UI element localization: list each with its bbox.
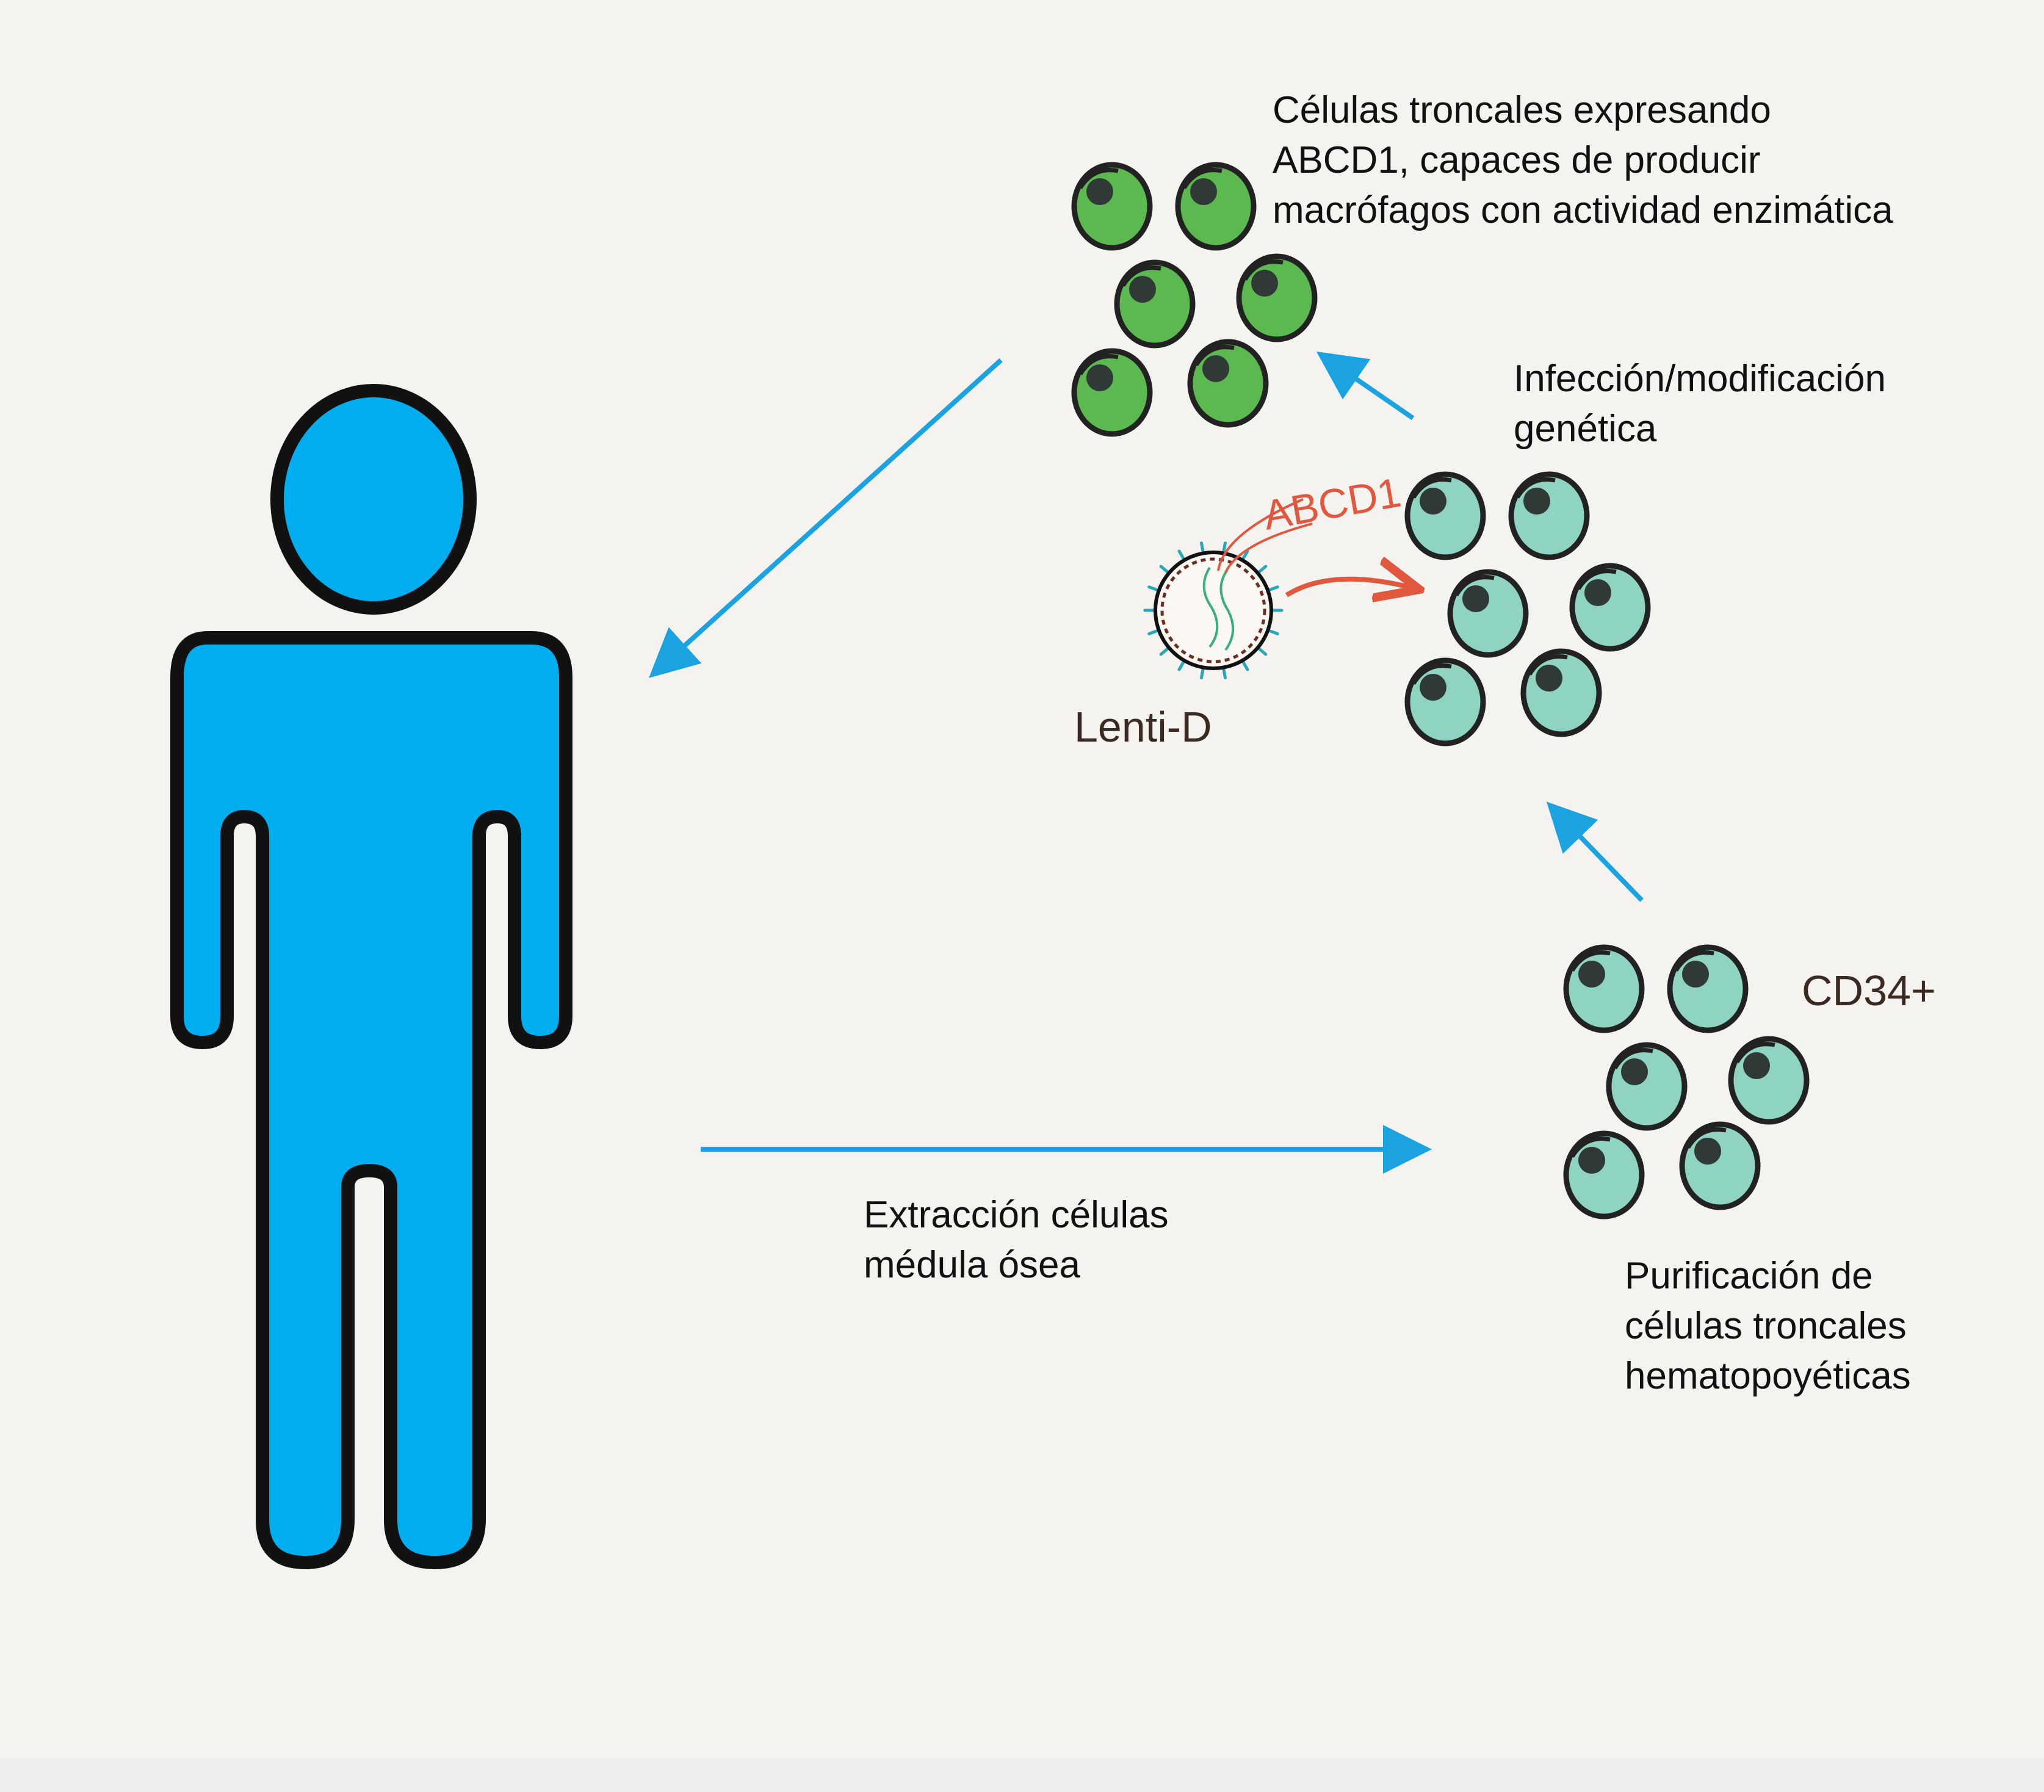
cell-icon — [1404, 471, 1486, 560]
cell-icon — [1606, 1042, 1688, 1131]
bottom-band — [0, 1758, 2044, 1792]
cell-icon — [1175, 162, 1257, 251]
cell-icon — [1563, 944, 1645, 1033]
cell-icon — [1071, 162, 1153, 251]
person-icon — [170, 384, 572, 1569]
vector-name-label: Lenti-D — [1074, 703, 1212, 751]
infection-arrow — [1285, 579, 1410, 595]
green-cells-caption: Células troncales expresando ABCD1, capa… — [1273, 89, 1893, 231]
cell-icon — [1114, 259, 1196, 349]
cell-icon — [1508, 471, 1590, 560]
cell-icon — [1563, 1130, 1645, 1219]
cell-icon — [1447, 569, 1529, 658]
arrow-to-modification — [1546, 801, 1644, 902]
infection-caption: Infección/modificación genética — [1514, 358, 1886, 450]
cell-icon — [1679, 1121, 1761, 1210]
cell-icon — [1569, 563, 1651, 652]
arrow-reinfusion — [649, 358, 1003, 678]
cd34-stem-cells — [1563, 944, 1810, 1219]
modified-stem-cells — [1071, 162, 1318, 437]
cell-icon — [1404, 657, 1486, 746]
cd34-label: CD34+ — [1802, 967, 1936, 1014]
extraction-caption: Extracción células médula ósea — [864, 1194, 1169, 1286]
lentivirus-icon — [1143, 498, 1313, 679]
stem-cells-infection — [1404, 471, 1651, 746]
cell-icon — [1667, 944, 1749, 1033]
arrow-to-green-cells — [1316, 351, 1415, 421]
cell-icon — [1728, 1036, 1810, 1125]
cell-icon — [1520, 648, 1602, 737]
cell-icon — [1187, 339, 1269, 428]
cell-icon — [1071, 348, 1153, 437]
vector-gene-label: ABCD1 — [1260, 469, 1404, 539]
purification-caption: Purificación de células troncales hemato… — [1625, 1255, 1911, 1397]
cell-icon — [1236, 253, 1318, 342]
